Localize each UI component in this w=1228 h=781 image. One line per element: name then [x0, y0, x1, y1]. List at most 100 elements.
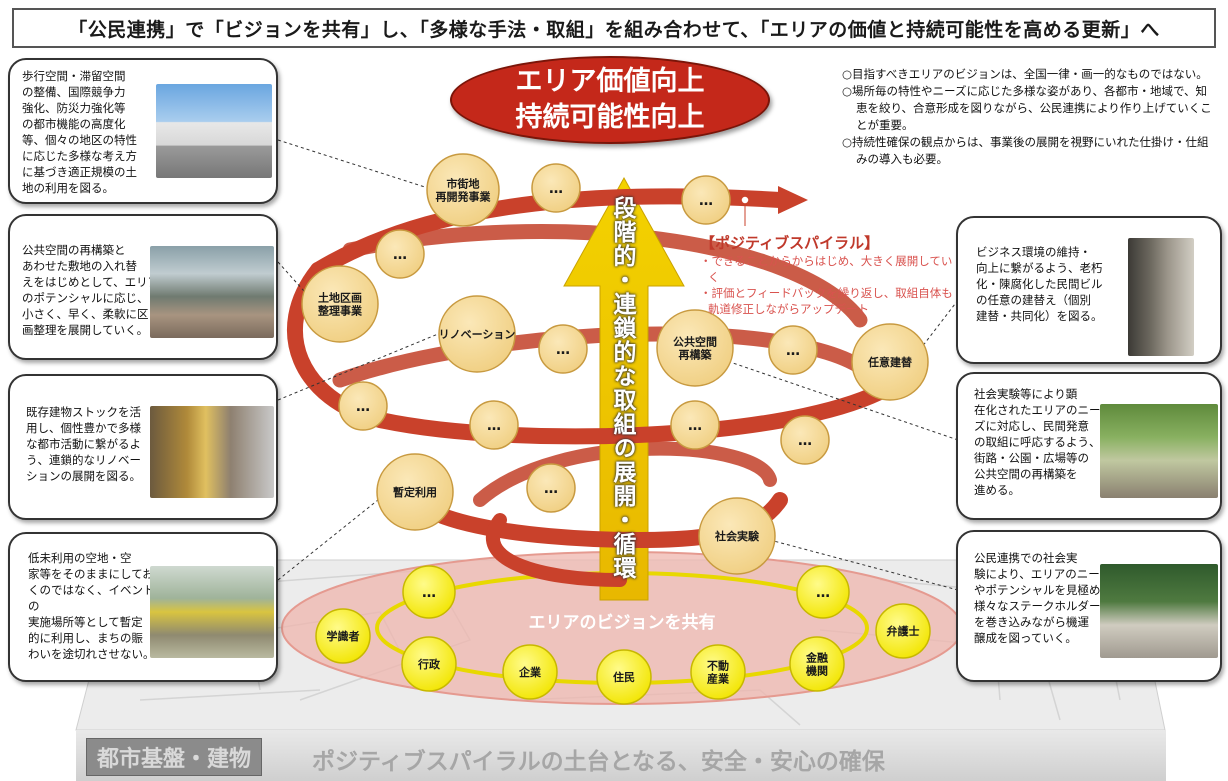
method-placeholder-label: …	[688, 418, 702, 434]
side-box-renovation: 既存建物ストックを活 用し、個性豊かで多様 な都市活動に繋がるよ う、連鎖的なリ…	[8, 374, 278, 520]
side-box-text: 低未利用の空地・空 家等をそのままにしてお くのではなく、イベントの 実施場所等…	[28, 551, 155, 661]
method-placeholder-circle	[531, 163, 581, 213]
method-placeholder-label: …	[544, 481, 558, 497]
method-placeholder: …	[681, 175, 731, 225]
stakeholder-node-label: 学識者	[327, 629, 360, 643]
stakeholder-node: 住民	[596, 649, 652, 705]
method-placeholder-label: …	[556, 342, 570, 358]
photo-street-crowd	[150, 246, 274, 338]
method-voluntary-rebuild-circle	[851, 323, 929, 401]
photo-public-square	[1100, 404, 1218, 498]
stakeholder-node-label: 企業	[518, 665, 542, 679]
method-placeholder-circle	[375, 229, 425, 279]
stakeholder-node-label: 住民	[613, 670, 635, 684]
method-placeholder: …	[538, 324, 588, 374]
method-placeholder-circle	[768, 325, 818, 375]
method-renovation-circle	[438, 295, 516, 373]
stakeholder-node-label: 弁護士	[887, 624, 920, 638]
spiral-marker	[740, 195, 750, 205]
stakeholder-node-circle	[596, 649, 652, 705]
stakeholder-node-label: 金融	[805, 650, 828, 664]
spiral-caption: 【ポジティブスパイラル】 ・できることからからはじめ、大きく展開していく ・評価…	[700, 232, 960, 317]
method-placeholder: …	[780, 415, 830, 465]
arrow-label: 段階的・連鎖的な取組の展開・循環	[609, 196, 635, 580]
stakeholder-node: 学識者	[315, 608, 371, 664]
stakeholder-node-circle	[401, 636, 457, 692]
method-temporary-use: 暫定利用	[376, 453, 454, 531]
stakeholder-node-circle	[875, 603, 931, 659]
spiral-caption-line: ・評価とフィードバックを繰り返し、取組自体も軌道修正しながらアップデート	[700, 286, 953, 316]
side-box-text: 社会実験等により顕 在化されたエリアのニー ズに対応し、民間発意 の取組に呼応す…	[974, 387, 1101, 497]
method-placeholder-label: …	[356, 399, 370, 415]
spiral-band-front-4	[486, 513, 627, 587]
stakeholder-placeholder: …	[796, 565, 850, 619]
stakeholder-placeholder-circle	[402, 565, 456, 619]
stakeholder-node: 企業	[502, 644, 558, 700]
method-nodes: 市街地再開発事業………土地区画整理事業リノベーション…公共空間再構築…任意建替……	[301, 153, 929, 575]
method-placeholder: …	[469, 400, 519, 450]
method-land-readjustment-label: 整理事業	[317, 303, 363, 317]
method-placeholder-circle	[681, 175, 731, 225]
method-social-experiment-label: 社会実験	[714, 529, 760, 543]
vision-notes: ○目指すべきエリアのビジョンは、全国一律・画一的なものではない。 ○場所毎の特性…	[842, 66, 1212, 168]
stakeholder-placeholder: …	[402, 565, 456, 619]
spiral-band-back-3	[473, 441, 777, 507]
note-item: ○持続性確保の観点からは、事業後の展開を視野にいれた仕掛け・仕組みの導入も必要。	[842, 135, 1209, 166]
method-placeholder-label: …	[786, 343, 800, 359]
spiral-arrow-head	[778, 186, 808, 214]
side-box-voluntary-rebuild: ビジネス環境の維持・ 向上に繋がるよう、老朽 化・陳腐化した民間ビル の任意の建…	[956, 216, 1222, 364]
stakeholder-node-circle	[315, 608, 371, 664]
method-placeholder: …	[670, 400, 720, 450]
method-voluntary-rebuild-label: 任意建替	[867, 355, 913, 369]
method-social-experiment-circle	[698, 497, 776, 575]
method-public-space-label: 公共空間	[673, 334, 717, 348]
method-placeholder-circle	[780, 415, 830, 465]
method-placeholder-label: …	[549, 181, 563, 197]
stakeholder-nodes: ……学識者行政企業住民不動産業金融機関弁護士	[315, 565, 931, 705]
side-box-public-space: 社会実験等により顕 在化されたエリアのニー ズに対応し、民間発意 の取組に呼応す…	[956, 372, 1222, 520]
side-box-redevelopment: 歩行空間・滞留空間 の整備、国際競争力 強化、防災力強化等 の都市機能の高度化 …	[8, 58, 278, 204]
note-item: ○目指すべきエリアのビジョンは、全国一律・画一的なものではない。	[842, 67, 1208, 81]
method-redevelopment-label: 市街地	[447, 176, 480, 190]
connector-lines	[277, 139, 959, 591]
method-social-experiment: 社会実験	[698, 497, 776, 575]
stakeholder-node-label: 機関	[806, 663, 828, 677]
foundation-text: ポジティブスパイラルの土台となる、安全・安心の確保	[312, 749, 885, 775]
photo-park-experiment	[1100, 564, 1218, 658]
photo-renovated-shop	[150, 406, 274, 498]
side-box-land-readjustment: 公共空間の再構築と あわせた敷地の入れ替 えをはじめとして、エリア のポテンシャ…	[8, 214, 278, 360]
stakeholder-node-label: 不動	[707, 658, 729, 672]
goal-ellipse: エリア価値向上 持続可能性向上	[450, 56, 770, 144]
stakeholder-placeholder-circle	[796, 565, 850, 619]
method-placeholder-label: …	[699, 193, 713, 209]
method-placeholder-circle	[670, 400, 720, 450]
goal-line-2: 持続可能性向上	[515, 102, 705, 133]
photo-station-building	[156, 84, 272, 178]
method-placeholder-label: …	[798, 433, 812, 449]
stakeholder-node: 弁護士	[875, 603, 931, 659]
method-redevelopment-circle	[426, 153, 500, 227]
method-redevelopment-label: 再開発事業	[436, 189, 492, 203]
method-public-space-label: 再構築	[679, 347, 713, 361]
method-renovation-label: リノベーション	[439, 328, 516, 341]
method-land-readjustment-label: 土地区画	[318, 290, 362, 304]
method-placeholder: …	[375, 229, 425, 279]
side-box-text: 公共空間の再構築と あわせた敷地の入れ替 えをはじめとして、エリア のポテンシャ…	[22, 243, 160, 337]
photo-temporary-event	[150, 566, 274, 658]
method-placeholder: …	[531, 163, 581, 213]
stakeholder-node: 行政	[401, 636, 457, 692]
method-public-space-circle	[656, 309, 734, 387]
side-box-text: 歩行空間・滞留空間 の整備、国際競争力 強化、防災力強化等 の都市機能の高度化 …	[22, 69, 137, 195]
side-box-text: ビジネス環境の維持・ 向上に繋がるよう、老朽 化・陳腐化した民間ビル の任意の建…	[976, 245, 1103, 323]
goal-line-1: エリア価値向上	[515, 66, 705, 97]
method-renovation: リノベーション	[438, 295, 516, 373]
method-placeholder: …	[338, 381, 388, 431]
side-box-text: 既存建物ストックを活 用し、個性豊かで多様 な都市活動に繋がるよ う、連鎖的なリ…	[26, 405, 141, 483]
spiral-band-back	[342, 223, 868, 328]
spiral-caption-title: 【ポジティブスパイラル】	[700, 234, 880, 252]
